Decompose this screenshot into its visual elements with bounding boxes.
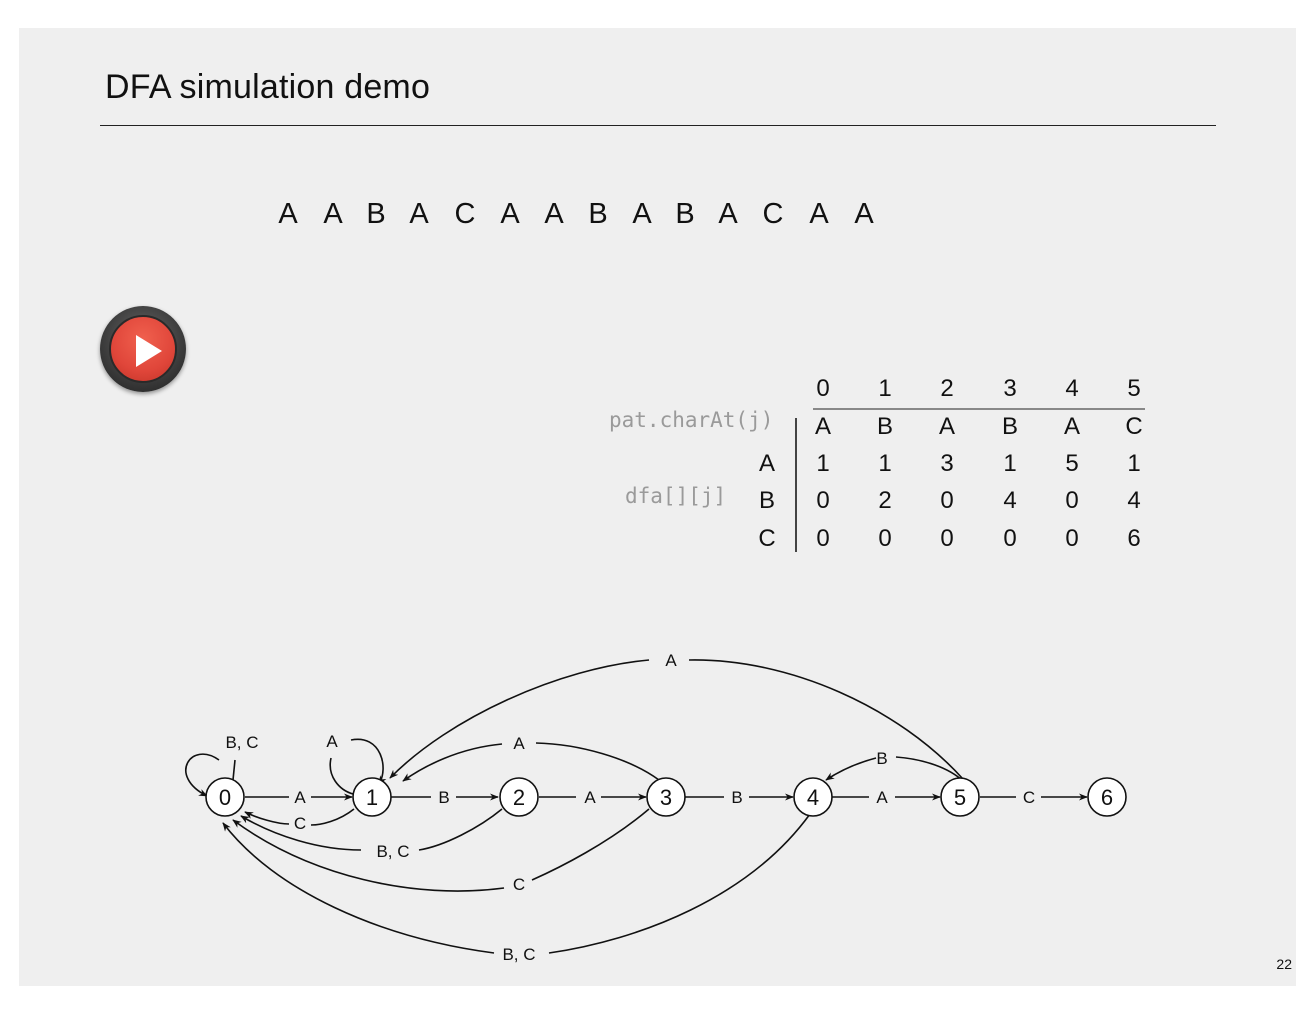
edge-2-0 — [241, 809, 503, 851]
edge-4-0 — [223, 813, 811, 954]
text-char: A — [854, 198, 874, 230]
play-icon — [109, 315, 177, 383]
col-header: 0 — [816, 375, 830, 402]
edge-label: A — [584, 788, 596, 807]
edge-5-4 — [826, 756, 964, 781]
edge-5-1 — [390, 659, 964, 779]
dfa-label: dfa[][j] — [625, 484, 727, 508]
dfa-cell: 0 — [940, 487, 954, 514]
text-char: B — [588, 198, 608, 230]
dfa-cell: 1 — [816, 450, 830, 477]
edge-label: C — [294, 814, 306, 833]
state-label: 6 — [1101, 785, 1113, 810]
state-label: 5 — [954, 785, 966, 810]
edge-label: C — [1023, 788, 1035, 807]
dfa-cell: 5 — [1065, 450, 1079, 477]
col-header: 4 — [1065, 375, 1079, 402]
col-header: 1 — [878, 375, 892, 402]
slide: DFA simulation demo A A B A C A A B A B … — [19, 28, 1296, 986]
text-char: C — [454, 198, 476, 230]
pattern-char: B — [1001, 413, 1019, 440]
state-label: 0 — [219, 785, 231, 810]
text-char: A — [809, 198, 829, 230]
state-label: 4 — [807, 785, 819, 810]
text-char: A — [409, 198, 429, 230]
text-char: C — [762, 198, 784, 230]
state-label: 2 — [513, 785, 525, 810]
edge-label: C — [513, 875, 525, 894]
edge-self-0-tick — [232, 759, 236, 781]
title-divider — [100, 125, 1216, 126]
page-number: 22 — [1276, 956, 1292, 972]
dfa-cell: 0 — [940, 525, 954, 552]
col-header: 5 — [1127, 375, 1141, 402]
edge-label: A — [876, 788, 888, 807]
slide-title: DFA simulation demo — [105, 68, 431, 106]
text-char: A — [278, 198, 298, 230]
dfa-cell: 0 — [1003, 525, 1017, 552]
dfa-cell: 6 — [1127, 525, 1141, 552]
pattern-char: B — [876, 413, 894, 440]
text-char: B — [366, 198, 386, 230]
state-2 — [499, 777, 539, 817]
edge-label: B — [731, 788, 742, 807]
edge-label: A — [326, 732, 338, 751]
text-char: B — [675, 198, 695, 230]
pattern-char: C — [1125, 413, 1143, 440]
dfa-cell: 1 — [878, 450, 892, 477]
state-label: 3 — [660, 785, 672, 810]
dfa-cell: 4 — [1127, 487, 1141, 514]
edge-label: A — [665, 651, 677, 670]
row-char: A — [758, 450, 776, 477]
col-header: 3 — [1003, 375, 1017, 402]
state-6 — [1087, 777, 1127, 817]
text-char: A — [323, 198, 343, 230]
pattern-char: A — [938, 413, 956, 440]
row-char: C — [758, 525, 776, 552]
edge-3-1 — [403, 742, 660, 781]
edge-self-1 — [350, 738, 387, 785]
text-char: A — [632, 198, 652, 230]
text-char: A — [544, 198, 564, 230]
pattern-label: pat.charAt(j) — [609, 408, 774, 432]
state-0 — [205, 777, 245, 817]
dfa-cell: 1 — [1003, 450, 1017, 477]
table-header-rule — [813, 408, 1145, 410]
edge-3-0 — [233, 808, 650, 892]
edge-self-1-b — [329, 757, 354, 795]
edge-label: B — [876, 749, 887, 768]
state-5 — [940, 777, 980, 817]
dfa-cell: 4 — [1003, 487, 1017, 514]
play-triangle-icon — [136, 335, 162, 367]
dfa-cell: 1 — [1127, 450, 1141, 477]
state-label: 1 — [366, 785, 378, 810]
state-1 — [352, 777, 392, 817]
edge-label: B, C — [502, 945, 535, 964]
edge-label: A — [513, 734, 525, 753]
edge-label: B — [438, 788, 449, 807]
state-4 — [793, 777, 833, 817]
dfa-cell: 2 — [878, 487, 892, 514]
col-header: 2 — [940, 375, 954, 402]
dfa-cell: 0 — [1065, 487, 1079, 514]
edge-label: B, C — [376, 842, 409, 861]
text-char: A — [718, 198, 738, 230]
edge-self-0 — [185, 753, 220, 797]
pattern-char: A — [814, 413, 832, 440]
state-3 — [646, 777, 686, 817]
edge-label: B, C — [225, 733, 258, 752]
dfa-cell: 3 — [940, 450, 954, 477]
row-char: B — [758, 487, 776, 514]
dfa-state-diagram: 0 1 2 3 4 5 6 B, C A A B A B A C C B, C … — [185, 651, 1127, 964]
dfa-cell: 0 — [816, 487, 830, 514]
text-char: A — [500, 198, 520, 230]
table-left-rule — [795, 418, 797, 552]
edge-label: A — [294, 788, 306, 807]
play-button[interactable] — [100, 306, 186, 392]
pattern-char: A — [1063, 413, 1081, 440]
dfa-cell: 0 — [878, 525, 892, 552]
dfa-cell: 0 — [1065, 525, 1079, 552]
dfa-cell: 0 — [816, 525, 830, 552]
